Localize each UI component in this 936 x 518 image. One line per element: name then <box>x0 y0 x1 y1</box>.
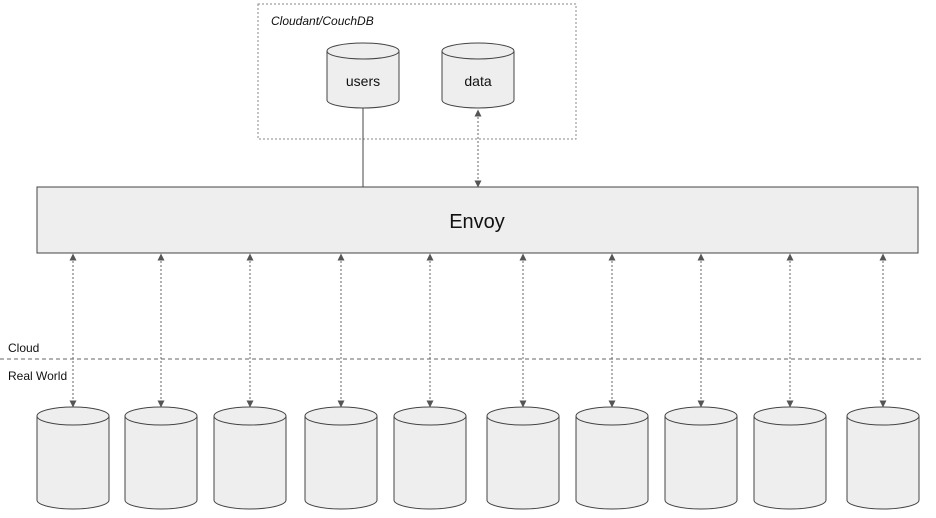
users-database-label: users <box>346 73 380 89</box>
cloudant-group-box <box>257 3 577 140</box>
client-database <box>486 406 560 510</box>
cloud-zone-label: Cloud <box>8 341 39 355</box>
data-database: data <box>441 42 515 109</box>
envoy-label: Envoy <box>449 211 505 233</box>
client-database <box>124 406 198 510</box>
client-database <box>753 406 827 510</box>
client-database <box>846 406 920 510</box>
client-databases <box>36 253 920 510</box>
data-database-label: data <box>464 73 491 89</box>
client-database <box>36 406 110 510</box>
users-database: users <box>326 42 400 109</box>
client-database <box>393 406 467 510</box>
cloudant-group-label: Cloudant/CouchDB <box>271 14 374 28</box>
client-database <box>575 406 649 510</box>
client-database <box>213 406 287 510</box>
envoy-box <box>36 186 919 254</box>
client-database <box>664 406 738 510</box>
client-database <box>304 406 378 510</box>
real-world-zone-label: Real World <box>8 369 67 383</box>
